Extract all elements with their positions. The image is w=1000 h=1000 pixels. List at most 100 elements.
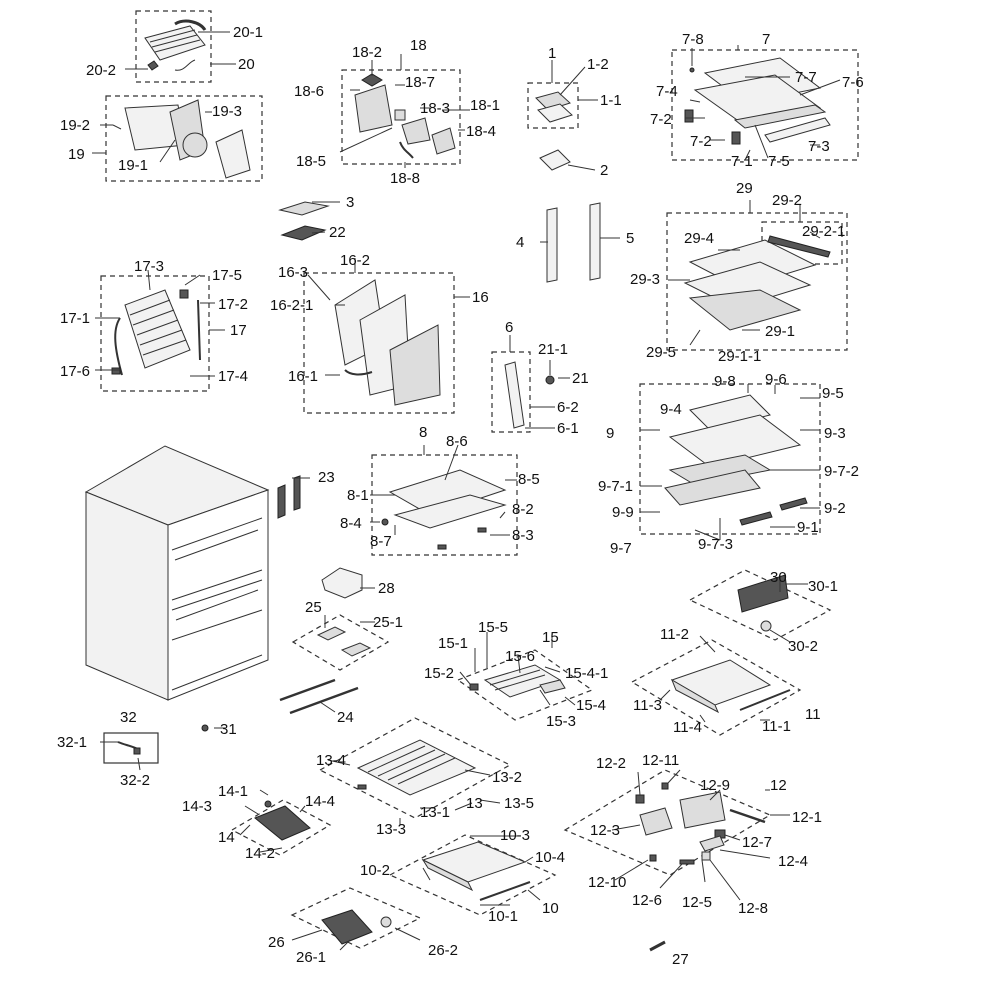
label-6-1: 6-1: [557, 420, 579, 437]
label-16-2: 16-2: [340, 252, 370, 269]
label-9-7-1: 9-7-1: [598, 478, 633, 495]
label-7-2b: 7-2: [690, 133, 712, 150]
label-19-3: 19-3: [212, 103, 242, 120]
drawer-part-10: [421, 841, 531, 901]
part-shapes: [84, 19, 831, 952]
label-13-4: 13-4: [316, 752, 346, 769]
label-9-7-2: 9-7-2: [824, 463, 859, 480]
label-8-7: 8-7: [370, 533, 392, 550]
label-4: 4: [516, 234, 524, 251]
label-32: 32: [120, 709, 137, 726]
label-20-1: 20-1: [233, 24, 263, 41]
label-18-8: 18-8: [390, 170, 420, 187]
label-14-1: 14-1: [218, 783, 248, 800]
label-12-5: 12-5: [682, 894, 712, 911]
group-box-25: [291, 614, 390, 671]
label-12-2: 12-2: [596, 755, 626, 772]
label-15: 15: [542, 629, 559, 646]
label-29-2: 29-2: [772, 192, 802, 209]
cover-part-22: [280, 225, 327, 241]
group-box-11: [630, 639, 802, 736]
clip-part-21: [545, 375, 555, 385]
label-12-11: 12-11: [642, 752, 679, 769]
drawer-part-15: [469, 664, 566, 698]
group-box-13: [318, 717, 512, 819]
label-11: 11: [805, 706, 821, 723]
label-15-4: 15-4: [576, 697, 606, 714]
label-7: 7: [762, 31, 770, 48]
label-29-4: 29-4: [684, 230, 714, 247]
tray-part-28: [321, 567, 363, 599]
label-9-2: 9-2: [824, 500, 846, 517]
label-19: 19: [68, 146, 85, 163]
label-9-8: 9-8: [714, 373, 736, 390]
label-13-3: 13-3: [376, 821, 406, 838]
label-6: 6: [505, 319, 513, 336]
part-number-labels: 20-1 20 20-2 19-3 19-2 19 19-1 18 18-2 1…: [57, 24, 864, 968]
duct-part-16: [334, 279, 441, 406]
ice-maker-part-20: [144, 19, 207, 71]
label-10: 10: [542, 900, 559, 917]
label-8-4: 8-4: [340, 515, 362, 532]
label-7-8: 7-8: [682, 31, 704, 48]
group-boxes: [100, 10, 859, 949]
group-box-10: [388, 834, 557, 916]
label-18-3: 18-3: [420, 100, 450, 117]
label-31: 31: [220, 721, 237, 738]
group-box-8: [371, 454, 518, 556]
label-13-2: 13-2: [492, 769, 522, 786]
label-11-4: 11-4: [673, 719, 702, 736]
label-30: 30: [770, 569, 787, 586]
refrigerator-cabinet: [84, 445, 270, 701]
label-12-3: 12-3: [590, 822, 620, 839]
label-12-9: 12-9: [700, 777, 730, 794]
label-29-5: 29-5: [646, 344, 676, 361]
label-2: 2: [600, 162, 608, 179]
label-23: 23: [318, 469, 335, 486]
label-16-2-1: 16-2-1: [270, 297, 313, 314]
label-16-1: 16-1: [288, 368, 318, 385]
label-14-2: 14-2: [245, 845, 275, 862]
label-30-2: 30-2: [788, 638, 818, 655]
label-17-5: 17-5: [212, 267, 242, 284]
label-15-6: 15-6: [505, 648, 535, 665]
group-box-29: [666, 212, 848, 351]
label-25-1: 25-1: [373, 614, 403, 631]
label-9-5: 9-5: [822, 385, 844, 402]
label-9-3: 9-3: [824, 425, 846, 442]
label-9-4: 9-4: [660, 401, 682, 418]
rail-part-23: [277, 484, 286, 519]
label-9-6: 9-6: [765, 371, 787, 388]
label-5: 5: [626, 230, 634, 247]
label-21: 21: [572, 370, 589, 387]
label-32-2: 32-2: [120, 772, 150, 789]
label-18-7: 18-7: [405, 74, 435, 91]
label-22: 22: [329, 224, 346, 241]
label-29: 29: [736, 180, 753, 197]
rail-part-6: [504, 361, 525, 429]
group-box-17: [100, 275, 210, 392]
label-12-6: 12-6: [632, 892, 662, 909]
label-9-7-3: 9-7-3: [698, 536, 733, 553]
group-box-20: [135, 10, 212, 83]
label-9-1: 9-1: [797, 519, 819, 536]
group-box-30: [688, 569, 832, 641]
rail-part-14: [254, 800, 311, 841]
label-10-1: 10-1: [488, 908, 518, 925]
shelf-part-9: [664, 394, 808, 526]
label-17-3: 17-3: [134, 258, 164, 275]
label-9-9: 9-9: [612, 504, 634, 521]
label-29-2-1: 29-2-1: [802, 223, 845, 240]
drawer-part-11: [670, 659, 791, 714]
label-20-2: 20-2: [86, 62, 116, 79]
label-1: 1: [548, 45, 556, 62]
label-11-2: 11-2: [660, 626, 689, 643]
label-7-2a: 7-2: [650, 111, 672, 128]
label-15-2: 15-2: [424, 665, 454, 682]
label-12-1: 12-1: [792, 809, 822, 826]
label-8: 8: [419, 424, 427, 441]
cover-part-26: [321, 909, 392, 945]
label-27: 27: [672, 951, 689, 968]
label-14-3: 14-3: [182, 798, 212, 815]
label-18-6: 18-6: [294, 83, 324, 100]
